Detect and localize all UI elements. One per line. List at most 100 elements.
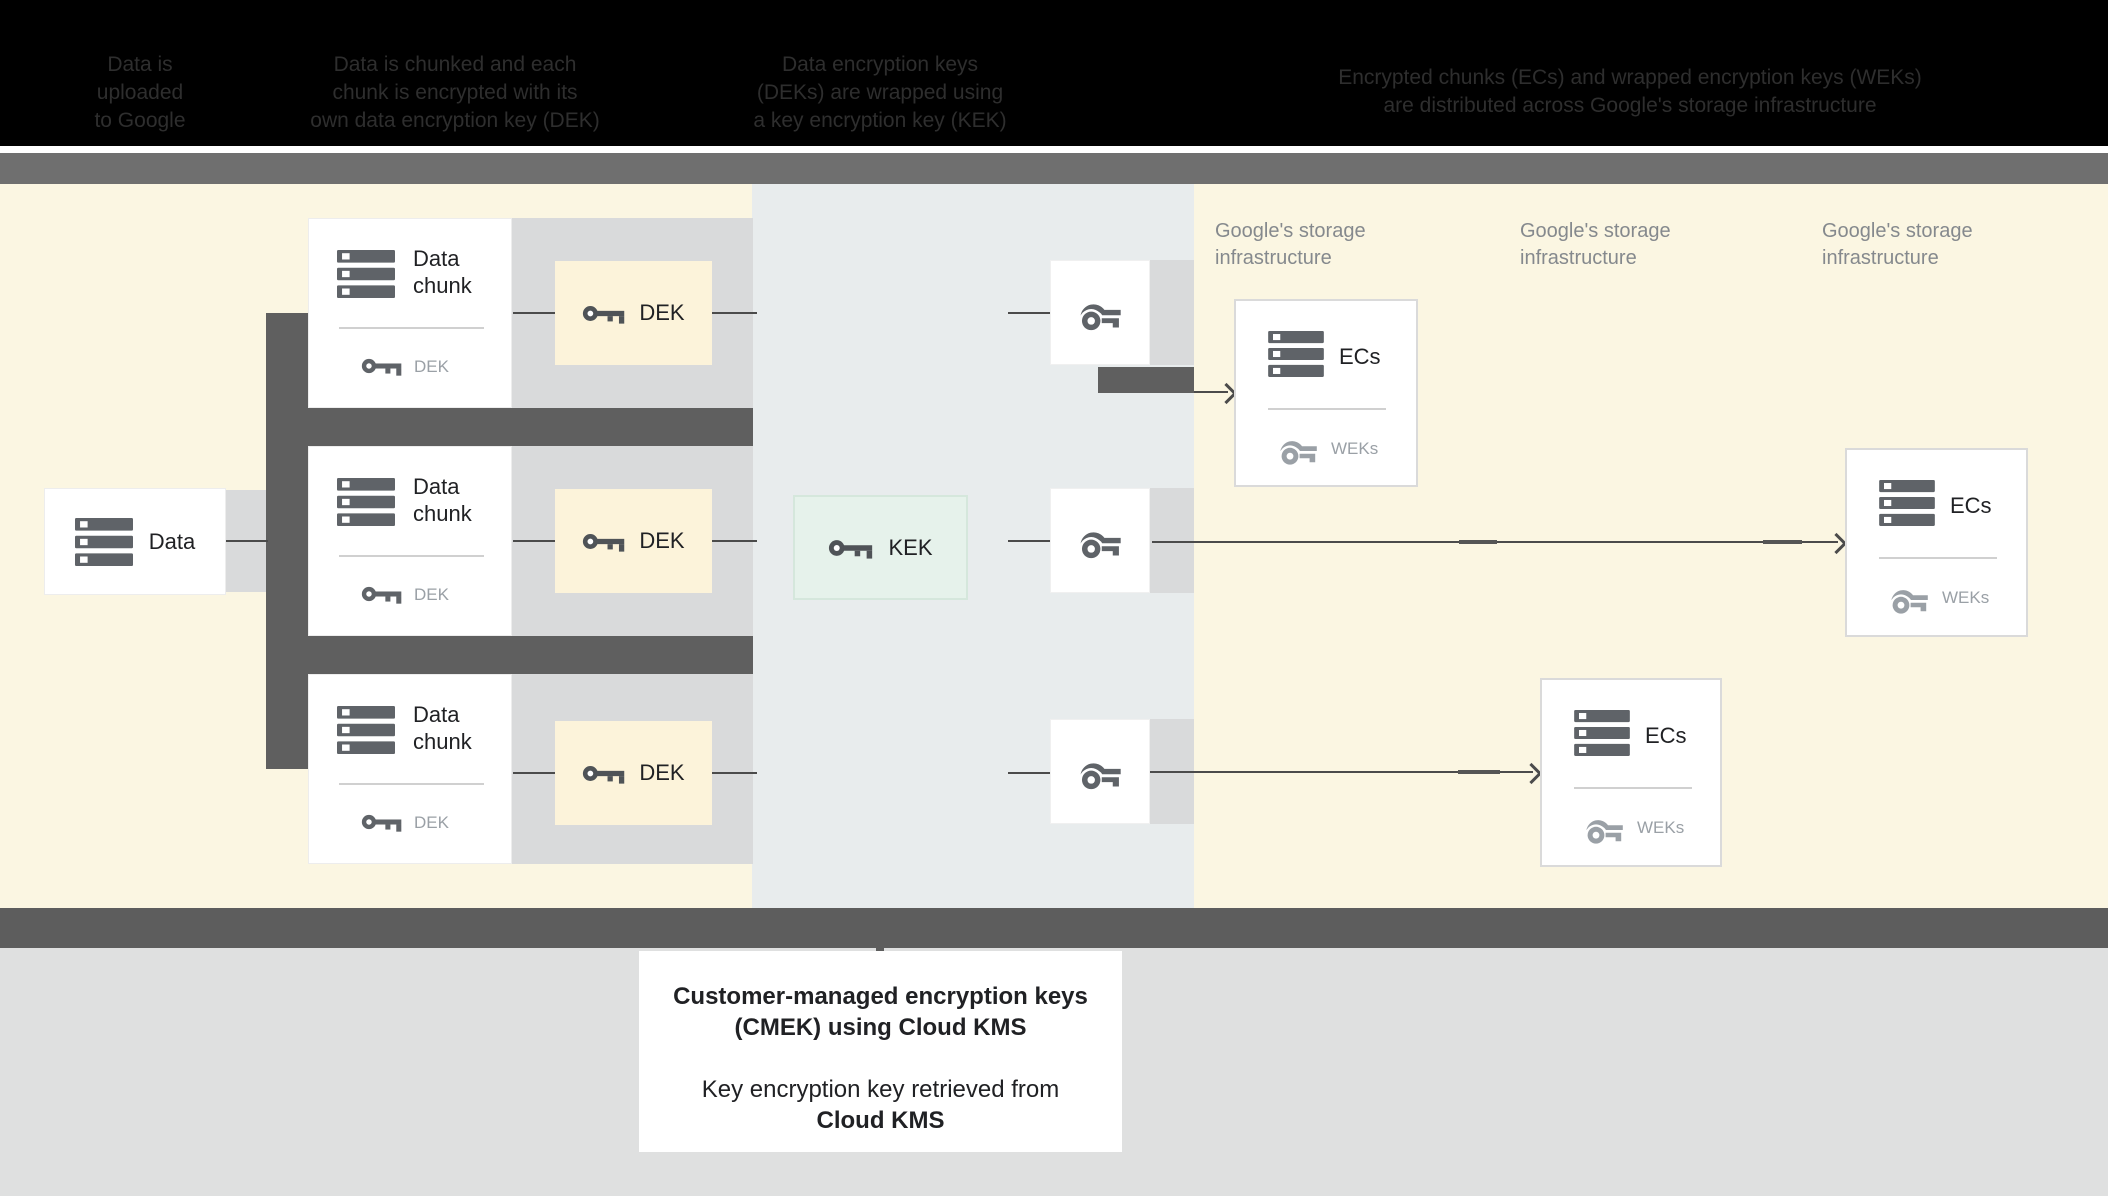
connector-line <box>1008 772 1050 774</box>
key-icon <box>1079 531 1121 561</box>
header-step-3-line: (DEKs) are wrapped using <box>756 81 1004 104</box>
ecs-weks-label: WEKs <box>1331 439 1379 458</box>
wrap-connector-block <box>1150 260 1194 365</box>
chunk-dek-label: DEK <box>414 357 449 376</box>
callout-title-line: Customer-managed encryption keys <box>673 983 1088 1010</box>
database-icon <box>74 517 133 566</box>
arrow-line-segment <box>1458 770 1500 774</box>
callout-title-line: (CMEK) using Cloud KMS <box>734 1014 1027 1041</box>
database-icon <box>1879 480 1935 526</box>
data-chunk-box: Data chunk DEK <box>308 674 512 864</box>
database-icon <box>1574 710 1630 756</box>
header-step-3-line: a key encryption key (KEK) <box>753 109 1007 132</box>
key-icon <box>829 539 873 559</box>
database-icon <box>337 706 395 754</box>
key-icon <box>583 765 625 784</box>
key-wrap-box <box>1050 260 1150 365</box>
header-step-2-line: own data encryption key (DEK) <box>310 109 600 132</box>
chunk-label: Data chunk <box>413 473 472 527</box>
kek-box-label: KEK <box>888 534 933 560</box>
callout-spacer <box>639 1043 1122 1074</box>
chunk-label-line: Data <box>413 474 460 499</box>
chunk-divider <box>339 327 484 329</box>
header-step-2: Data is chunked and each chunk is encryp… <box>285 51 625 135</box>
chunk-label: Data chunk <box>413 245 472 299</box>
callout-body-line: Key encryption key retrieved from <box>701 1076 1060 1103</box>
ecs-label: ECs <box>1645 723 1687 748</box>
chunk-label-line: Data <box>413 246 460 271</box>
ecs-divider <box>1268 408 1386 410</box>
ecs-box: ECs WEKs <box>1234 299 1418 487</box>
chunk-divider <box>339 783 484 785</box>
connector-line <box>711 772 757 774</box>
connector-line <box>513 540 557 542</box>
data-chunk-box: Data chunk DEK <box>308 446 512 636</box>
ecs-weks-label: WEKs <box>1942 588 1990 607</box>
database-icon <box>337 478 395 526</box>
chunk-dek-label: DEK <box>414 585 449 604</box>
chunk-label-line: chunk <box>413 729 472 754</box>
key-icon <box>1279 441 1317 467</box>
chunk-label-line: chunk <box>413 273 472 298</box>
connector-line <box>513 772 557 774</box>
ecs-label: ECs <box>1339 344 1381 369</box>
chunk-label-line: chunk <box>413 501 472 526</box>
data-chunk-box: Data chunk DEK <box>308 218 512 408</box>
connector-line <box>513 312 557 314</box>
storage-label-line: Google's storage <box>1520 220 1671 242</box>
header-band: Data is uploaded to Google Data is chunk… <box>0 0 2108 146</box>
header-step-1-line: Data is <box>107 53 173 76</box>
chunk-label-line: Data <box>413 702 460 727</box>
chunk-label: Data chunk <box>413 701 472 755</box>
data-box-label: Data <box>148 528 196 554</box>
header-step-4-line: Encrypted chunks (ECs) and wrapped encry… <box>1338 66 1922 89</box>
header-step-1: Data is uploaded to Google <box>40 51 240 135</box>
data-box: Data <box>44 488 226 595</box>
storage-label-line: Google's storage <box>1822 220 1973 242</box>
callout-connector-stub <box>876 944 884 954</box>
key-icon <box>1079 303 1121 333</box>
header-step-3-line: Data encryption keys <box>781 53 979 76</box>
ecs-box: ECs WEKs <box>1845 448 2028 637</box>
storage-label-line: infrastructure <box>1520 247 1637 269</box>
storage-infrastructure-label: Google's storage infrastructure <box>1520 218 1671 272</box>
dek-box-label: DEK <box>639 300 685 325</box>
wrap-connector-block <box>1150 488 1194 593</box>
header-step-4: Encrypted chunks (ECs) and wrapped encry… <box>1300 64 1960 120</box>
callout-padding <box>639 951 1122 981</box>
header-step-3: Data encryption keys (DEKs) are wrapped … <box>720 51 1040 135</box>
ecs-box: ECs WEKs <box>1540 678 1722 867</box>
key-icon <box>361 814 402 832</box>
ecs-label: ECs <box>1950 493 1992 518</box>
key-icon <box>1890 590 1928 616</box>
cmek-callout-box: Customer-managed encryption keys (CMEK) … <box>639 951 1122 1152</box>
connector-line <box>711 312 757 314</box>
header-step-4-line: are distributed across Google's storage … <box>1383 94 1877 117</box>
dek-box-label: DEK <box>639 528 685 553</box>
key-icon <box>583 533 625 552</box>
chunk-gap-band <box>266 408 753 446</box>
connector-line <box>226 540 268 542</box>
storage-label-line: infrastructure <box>1215 247 1332 269</box>
ecs-divider <box>1574 787 1692 789</box>
arrow-line-segment <box>1763 540 1802 544</box>
ecs-weks-label: WEKs <box>1637 818 1685 837</box>
bottom-separator-band <box>0 908 2108 948</box>
storage-label-line: Google's storage <box>1215 220 1366 242</box>
header-step-1-line: uploaded <box>96 81 184 104</box>
connector-line <box>711 540 757 542</box>
storage-label-line: infrastructure <box>1822 247 1939 269</box>
dek-box: DEK <box>555 721 712 825</box>
connector-line <box>1008 312 1050 314</box>
callout-body-line: Cloud KMS <box>816 1107 945 1134</box>
key-icon <box>583 305 625 324</box>
key-wrap-box <box>1050 719 1150 824</box>
header-step-2-line: chunk is encrypted with its <box>332 81 578 104</box>
ecs-divider <box>1879 557 1997 559</box>
wrap-output-bar <box>1098 367 1194 393</box>
dek-box-label: DEK <box>639 760 685 785</box>
storage-infrastructure-label: Google's storage infrastructure <box>1215 218 1366 272</box>
connector-line <box>1008 540 1050 542</box>
kek-box: KEK <box>793 495 968 600</box>
header-step-2-line: Data is chunked and each <box>333 53 577 76</box>
